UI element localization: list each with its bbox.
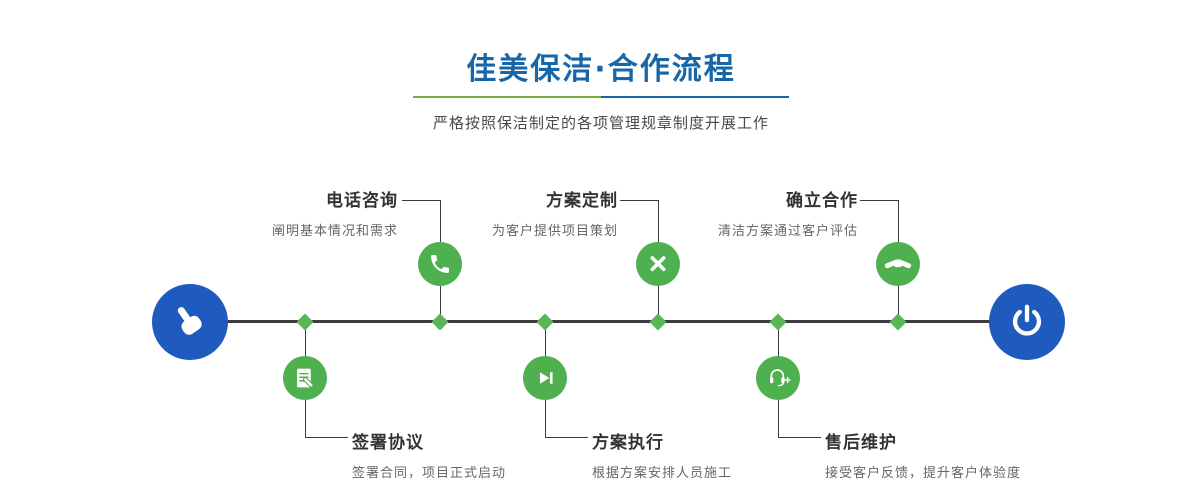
step-desc: 签署合同，项目正式启动 xyxy=(352,466,507,481)
step-node-cooperation xyxy=(876,242,920,286)
timeline-connector xyxy=(778,400,779,438)
timeline-connector xyxy=(545,437,588,438)
timeline-connector xyxy=(778,328,779,356)
step-desc: 根据方案安排人员施工 xyxy=(592,466,733,481)
timeline-connector xyxy=(402,200,440,201)
title-divider xyxy=(413,96,789,98)
step-label-cooperation: 确立合作 清洁方案通过客户评估 xyxy=(628,186,858,239)
timeline-connector xyxy=(545,400,546,438)
phone-icon xyxy=(431,255,449,273)
pointing-hand-icon xyxy=(177,307,202,335)
timeline-connector xyxy=(305,328,306,356)
timeline-connector xyxy=(898,286,899,317)
timeline-connector xyxy=(440,286,441,317)
timeline-connector xyxy=(658,200,659,242)
timeline-connector xyxy=(545,328,546,356)
timeline-diamond xyxy=(649,313,667,331)
timeline-connector xyxy=(440,200,441,242)
step-node-phone xyxy=(418,242,462,286)
step-title: 确立合作 xyxy=(786,191,858,211)
page-subtitle: 严格按照保洁制定的各项管理规章制度开展工作 xyxy=(432,114,769,132)
step-label-aftersales: 售后维护 接受客户反馈，提升客户体验度 xyxy=(825,428,1105,481)
divider-blue-segment xyxy=(601,96,789,98)
step-title: 售后维护 xyxy=(825,433,897,453)
step-label-contract: 签署协议 签署合同，项目正式启动 xyxy=(352,428,632,481)
contract-icon xyxy=(297,368,314,388)
timeline-diamond xyxy=(536,313,554,331)
support-headset-icon xyxy=(770,369,791,387)
timeline-connector xyxy=(778,437,821,438)
step-title: 电话咨询 xyxy=(326,191,398,211)
timeline-connector xyxy=(305,400,306,438)
timeline-diamond xyxy=(889,313,907,331)
play-icon xyxy=(539,372,553,384)
timeline-start-node xyxy=(152,284,228,360)
step-label-execute: 方案执行 根据方案安排人员施工 xyxy=(592,428,872,481)
step-label-phone: 电话咨询 阐明基本情况和需求 xyxy=(168,186,398,239)
step-title: 方案定制 xyxy=(546,191,618,211)
timeline-connector xyxy=(305,437,348,438)
timeline-diamond xyxy=(769,313,787,331)
step-label-design: 方案定制 为客户提供项目策划 xyxy=(388,186,618,239)
step-desc: 清洁方案通过客户评估 xyxy=(717,224,858,239)
step-desc: 阐明基本情况和需求 xyxy=(271,224,398,239)
step-title: 方案执行 xyxy=(592,433,664,453)
divider-green-segment xyxy=(413,96,601,98)
step-desc: 为客户提供项目策划 xyxy=(491,224,618,239)
timeline-connector xyxy=(620,200,658,201)
step-node-design xyxy=(636,242,680,286)
power-icon xyxy=(1012,304,1042,336)
handshake-icon xyxy=(884,259,912,269)
timeline-connector xyxy=(898,200,899,242)
timeline-main-line xyxy=(190,320,1027,323)
step-desc: 接受客户反馈，提升客户体验度 xyxy=(825,466,1022,481)
pencil-design-icon xyxy=(650,256,666,272)
step-node-execute xyxy=(523,356,567,400)
page-title: 佳美保洁·合作流程 xyxy=(466,52,736,87)
timeline-connector xyxy=(658,286,659,317)
step-node-contract xyxy=(283,356,327,400)
step-title: 签署协议 xyxy=(352,433,424,453)
timeline-diamond xyxy=(296,313,314,331)
step-node-aftersales xyxy=(756,356,800,400)
timeline-connector xyxy=(860,200,898,201)
timeline-diamond xyxy=(431,313,449,331)
timeline-end-node xyxy=(989,284,1065,360)
